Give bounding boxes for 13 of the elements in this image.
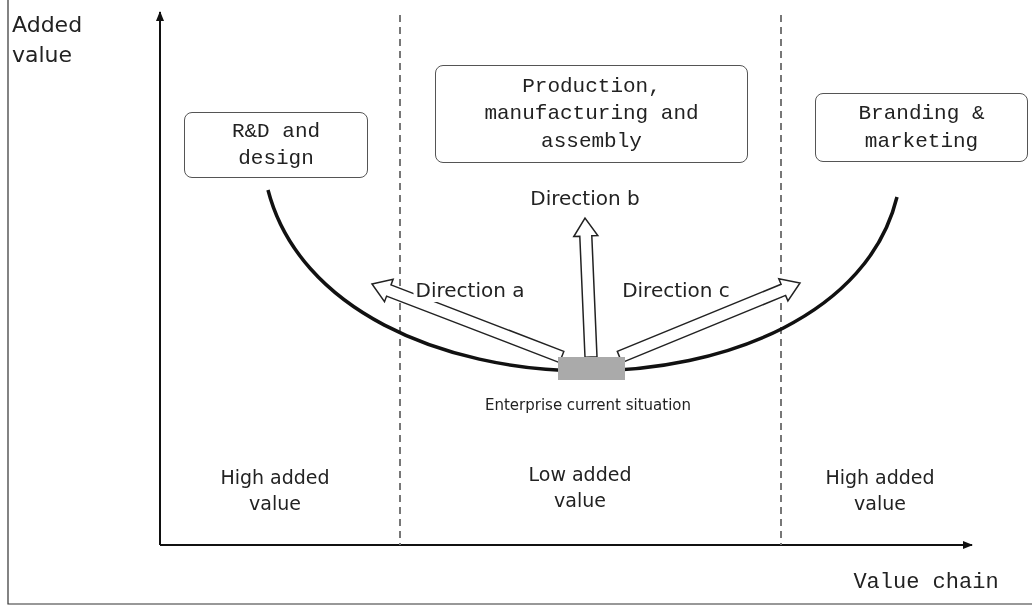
node-label: Enterprise current situation (484, 396, 692, 414)
direction-arrow (616, 277, 802, 364)
region-label: High added value (824, 465, 936, 516)
region-label: Low added value (527, 462, 633, 513)
direction-arrow (572, 216, 600, 359)
axis-title: Value chain (852, 569, 1000, 597)
stage-box: Branding & marketing (815, 93, 1028, 162)
stage-box: R&D and design (184, 112, 368, 178)
stage-box: Production, manufacturing and assembly (435, 65, 748, 163)
axis-title: Added value (12, 11, 84, 69)
situation-bar (558, 357, 625, 380)
region-label: High added value (219, 465, 331, 516)
direction-arrow (370, 278, 565, 364)
